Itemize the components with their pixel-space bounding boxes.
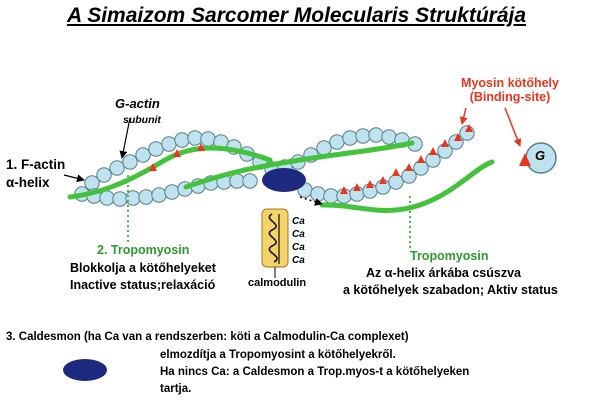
caldesmon-icon: [262, 168, 306, 192]
actin-subunit: [99, 190, 115, 206]
actin-subunit: [187, 130, 203, 146]
actin-subunit: [122, 154, 138, 170]
subunit-label: subunit: [123, 114, 161, 126]
actin-subunit: [242, 173, 258, 189]
tropomyosin-strand-center: [183, 140, 415, 190]
binding-site-icon: [454, 133, 462, 141]
caldesmon-line4: tartja.: [160, 383, 192, 395]
binding-site-icon: [379, 176, 387, 184]
tropomyosin-strand-right: [319, 159, 495, 213]
actin-subunit: [161, 136, 177, 152]
binding-site-icon: [173, 149, 181, 157]
actin-subunit: [329, 134, 345, 150]
binding-site-icon: [392, 168, 400, 176]
binding-site-icon: [340, 186, 348, 194]
g-actin-label: G-actin: [115, 96, 160, 111]
actin-subunit: [125, 190, 141, 206]
caldesmon-line1: 3. Caldesmon (ha Ca van a rendszerben: k…: [6, 331, 409, 343]
binding-site-icon: [353, 183, 361, 191]
actin-subunit: [109, 160, 125, 176]
actin-subunit: [138, 189, 154, 205]
caldesmon-pointer: [299, 196, 323, 206]
factin-arrow: [63, 174, 85, 183]
tropomyosin-right-line2: a kötőhelyek szabadon; Aktiv status: [343, 283, 558, 297]
ca-label: Ca: [292, 242, 305, 253]
diagram-title: A Simaizom Sarcomer Molecularis Struktúr…: [66, 4, 527, 27]
actin-subunit: [368, 127, 384, 143]
calmodulin-label: calmodulin: [248, 277, 307, 289]
g-actin-arrow: [119, 117, 131, 159]
binding-site-icon: [405, 163, 413, 171]
tropomyosin-strands: [67, 140, 495, 213]
tropomyosin-strand-left: [67, 145, 273, 200]
actin-subunit: [342, 130, 358, 146]
binding-site-icon: [465, 124, 473, 132]
factin-label-line2: α-helix: [6, 175, 50, 190]
binding-site-icon: [417, 155, 425, 163]
actin-subunit: [151, 187, 167, 203]
ca-label: Ca: [292, 216, 305, 227]
actin-subunit: [174, 132, 190, 148]
binding-site-arrow-right: [504, 107, 522, 147]
binding-site-icon: [429, 147, 437, 155]
g-actin-subunit-icon: [519, 142, 557, 174]
caldesmon-line3: Ha nincs Ca: a Caldesmon a Trop.myos-t a…: [160, 366, 470, 378]
actin-subunit: [316, 140, 332, 156]
binding-site-icon: [149, 163, 157, 171]
calmodulin-icon: [261, 208, 289, 268]
caldesmon-legend-icon: [63, 359, 107, 381]
factin-label-line1: 1. F-actin: [6, 157, 66, 172]
g-label: G: [535, 148, 546, 163]
binding-site-icon: [366, 180, 374, 188]
actin-subunit: [323, 188, 339, 204]
tropomyosin-left-heading: 2. Tropomyosin: [97, 243, 190, 257]
tropomyosin-left-line1: Blokkolja a kötőhelyeket: [70, 261, 216, 275]
actin-subunit: [355, 128, 371, 144]
binding-site-label-line2: (Binding-site): [469, 90, 551, 105]
binding-site-arrow-left: [459, 107, 468, 125]
ca-label: Ca: [292, 255, 305, 266]
actin-subunit: [229, 173, 245, 189]
tropomyosin-left-line2: Inactive status;relaxáció: [70, 278, 216, 292]
ca-label: Ca: [292, 229, 305, 240]
actin-subunit: [459, 125, 475, 141]
actin-subunit: [388, 174, 404, 190]
actin-subunit: [164, 184, 180, 200]
actin-subunit: [200, 131, 216, 147]
actin-subunit: [310, 186, 326, 202]
binding-site-icon: [197, 143, 205, 151]
tropomyosin-right-line1: Az α-helix árkába csúszva: [366, 266, 521, 280]
binding-site-label-line1: Myosin kötőhely: [461, 76, 559, 90]
actin-subunit: [148, 141, 164, 157]
binding-site-label: Myosin kötőhely (Binding-site): [448, 76, 572, 105]
actin-subunit: [96, 167, 112, 183]
binding-site-icon: [441, 139, 449, 147]
actin-subunit: [135, 147, 151, 163]
caldesmon-line2: elmozdítja a Tropomyosint a kötőhelyekrő…: [160, 349, 396, 361]
binding-site-markers: [149, 124, 473, 194]
tropomyosin-right-heading: Tropomyosin: [410, 249, 489, 263]
actin-subunit: [381, 129, 397, 145]
actin-subunit: [112, 191, 128, 207]
